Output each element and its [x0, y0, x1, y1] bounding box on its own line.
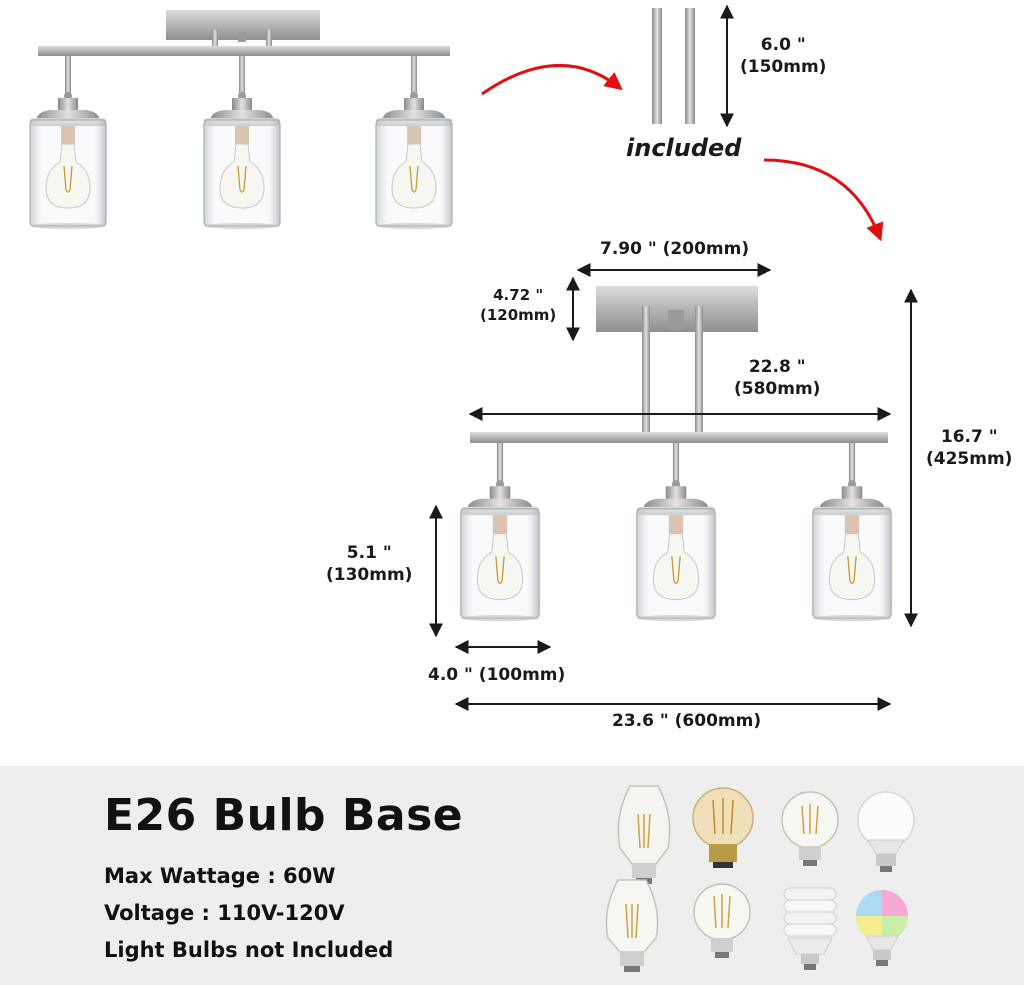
dimension-lines [429, 263, 918, 711]
bulb-info-panel [0, 766, 1024, 985]
down-rod [642, 306, 650, 432]
extension-rods [652, 4, 734, 128]
rod-length-mm: (150mm) [740, 57, 827, 78]
canopy-height-inch: 4.72 " [493, 286, 544, 304]
shade-height-label: 5.1 " (130mm) [326, 542, 412, 586]
bulb-base-title: E26 Bulb Base [104, 790, 464, 841]
shade-height-inch: 5.1 " [346, 543, 392, 563]
bar-width-inch: 22.8 " [748, 357, 806, 377]
red-arrow-icon [763, 158, 884, 242]
canopy-height-label: 4.72 " (120mm) [480, 286, 556, 325]
bar-width-mm: (580mm) [734, 379, 821, 400]
fixture-dimensioned [460, 286, 892, 622]
red-arrow-icon [481, 63, 623, 96]
shade-width-label: 4.0 " (100mm) [428, 665, 566, 685]
total-width-label: 23.6 " (600mm) [612, 711, 762, 731]
total-height-mm: (425mm) [926, 449, 1013, 470]
down-rod [695, 306, 703, 432]
rod-length-label: 6.0 " (150mm) [740, 34, 826, 78]
shade-height-mm: (130mm) [326, 565, 413, 586]
bulbs-not-included-text: Light Bulbs not Included [104, 938, 394, 962]
total-height-inch: 16.7 " [940, 427, 998, 447]
fixture-preview-flush [29, 10, 453, 230]
included-label: included [626, 134, 742, 162]
voltage-text: Voltage : 110V-120V [104, 901, 345, 925]
cross-bar [38, 46, 450, 56]
canopy-width-label: 7.90 " (200mm) [600, 239, 750, 259]
total-height-label: 16.7 " (425mm) [926, 426, 1012, 470]
rod-length-inch: 6.0 " [760, 35, 806, 55]
max-wattage-text: Max Wattage : 60W [104, 864, 336, 888]
canopy-height-mm: (120mm) [480, 305, 557, 324]
cross-bar [470, 432, 888, 443]
bar-width-label: 22.8 " (580mm) [734, 356, 820, 400]
